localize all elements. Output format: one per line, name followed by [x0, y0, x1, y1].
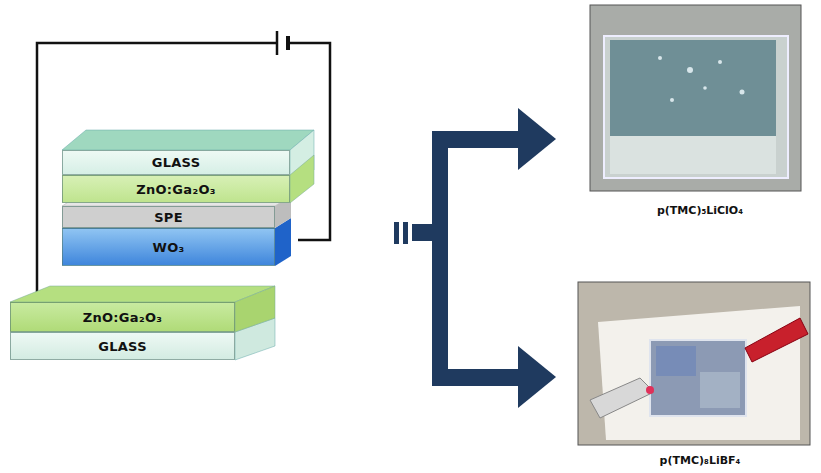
layer-label: GLASS	[152, 155, 201, 170]
glass-top-face	[62, 130, 314, 150]
electrode-layer: ZnO:Ga₂O₃	[62, 175, 290, 203]
split-arrow	[394, 108, 556, 408]
glass-layer: GLASS	[62, 150, 290, 175]
layer-label: GLASS	[98, 339, 147, 354]
device-photo	[578, 282, 810, 445]
circuit-wire	[37, 43, 330, 292]
device-photo	[590, 5, 801, 191]
sample-caption: p(TMC)₈LiBF₄	[660, 454, 741, 467]
electrolyte-layer: SPE	[62, 206, 275, 228]
sample-caption: p(TMC)₅LiClO₄	[657, 204, 743, 217]
battery-symbol	[277, 31, 288, 55]
glass-layer: GLASS	[10, 332, 235, 360]
layer-label: ZnO:Ga₂O₃	[136, 182, 216, 197]
zno-side-face-top	[290, 155, 314, 203]
electrochromic-layer: WO₃	[62, 228, 275, 266]
layer-label: SPE	[154, 210, 183, 225]
zno-top-face	[10, 286, 275, 302]
electrode-layer: ZnO:Ga₂O₃	[10, 302, 235, 332]
layer-label: WO₃	[153, 240, 185, 255]
zno-side-face	[235, 286, 275, 332]
layer-label: ZnO:Ga₂O₃	[83, 310, 163, 325]
